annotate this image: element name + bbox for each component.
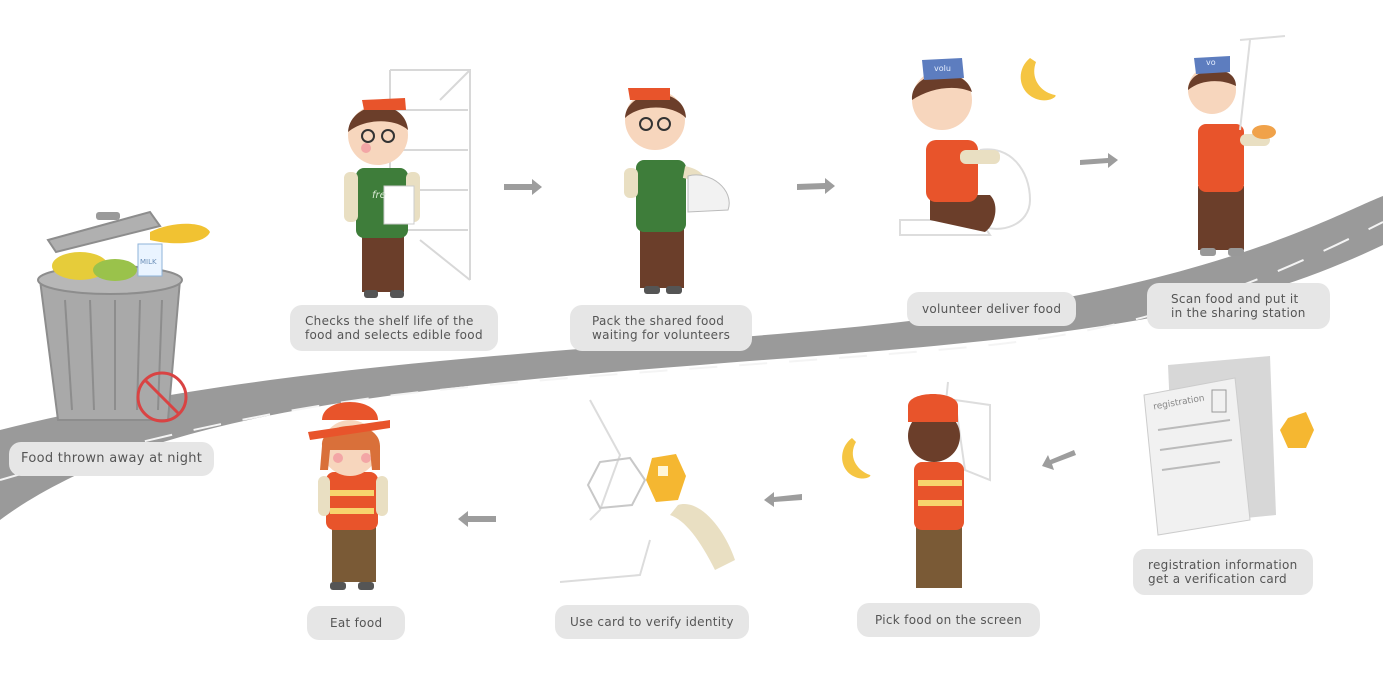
milk-lettering: MILK: [140, 258, 157, 266]
signpost-sketch: [1239, 35, 1286, 131]
person-scan: [1188, 56, 1276, 256]
hexagon-card-icon: [1280, 412, 1314, 448]
road: [0, 196, 1383, 520]
step-label-trash: Food thrown away at night: [9, 442, 215, 476]
shirt-lettering: fre: [372, 190, 386, 201]
cap-lettering-2: vo: [1206, 58, 1216, 67]
step-label-pick: Pick food on the screen: [857, 603, 1041, 637]
step-label-eat: Eat food: [307, 606, 406, 640]
step-label-pack: Pack the shared food waiting for volunte…: [570, 305, 753, 351]
step-label-deliver: volunteer deliver food: [907, 292, 1077, 326]
registration-paper: [1143, 356, 1276, 536]
arrow-icon: [458, 153, 1118, 527]
moon-icon-2: [842, 438, 871, 479]
no-sign-icon: [136, 371, 188, 423]
verify-illustration: [559, 399, 735, 583]
person-check: [344, 98, 420, 298]
step-label-check: Checks the shelf life of the food and se…: [290, 305, 498, 351]
step-label-scan: Scan food and put it in the sharing stat…: [1147, 283, 1330, 329]
trash-can-icon: [37, 210, 210, 421]
step-label-register: registration information get a verificat…: [1133, 549, 1313, 595]
step-label-verify: Use card to verify identity: [555, 605, 749, 639]
person-eat: [308, 402, 390, 590]
person-deliver: [899, 58, 1032, 236]
person-pick: [908, 381, 991, 588]
cap-lettering-1: volu: [934, 64, 951, 73]
road-center-line: [0, 221, 1383, 481]
moon-icon: [1020, 58, 1056, 101]
person-pack: [624, 88, 730, 294]
